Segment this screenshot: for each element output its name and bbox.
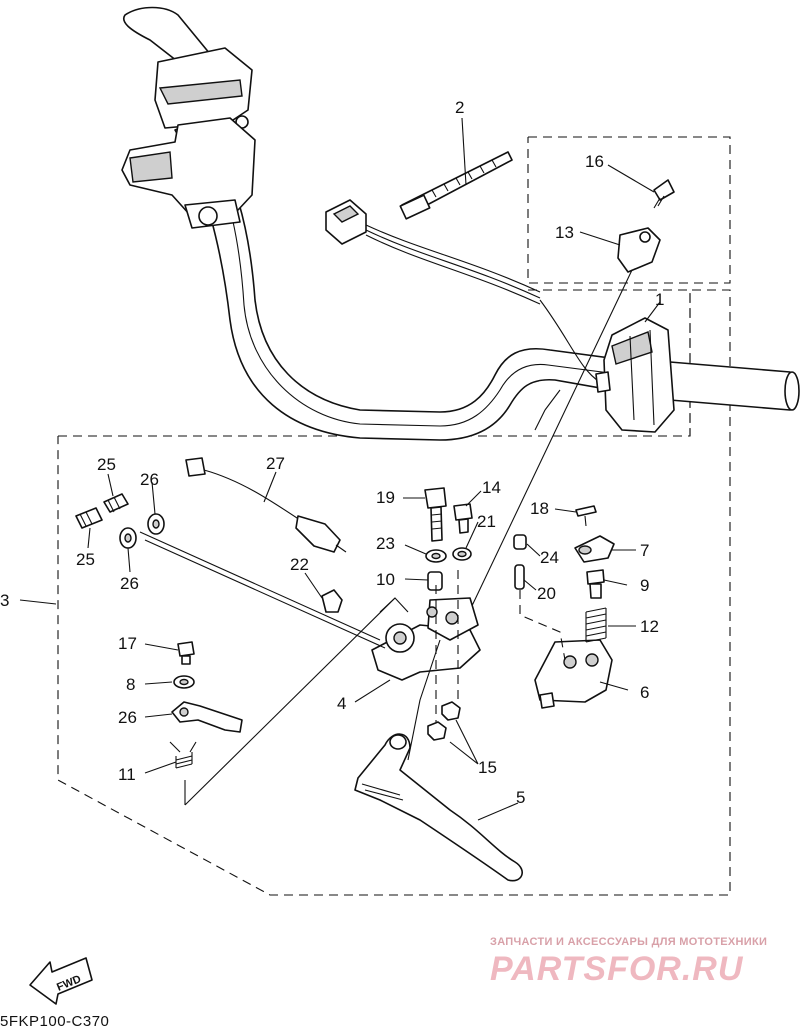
left-switch-housing [121, 6, 256, 229]
group-box-switch [527, 136, 731, 284]
spring [585, 607, 607, 643]
callout-27: 27 [266, 454, 285, 473]
bolt-14 [453, 503, 473, 534]
clutch-lever [354, 733, 523, 882]
pin [586, 569, 605, 599]
right-switch-assembly [595, 317, 675, 433]
diagram-code: 5FKP100-C370 [0, 1013, 110, 1030]
callout-10: 10 [376, 570, 395, 589]
callout-25-upper: 25 [97, 455, 116, 474]
callout-19: 19 [376, 488, 395, 507]
callout-14: 14 [482, 478, 501, 497]
screw-25-lower [75, 507, 103, 529]
hot-start-bracket [534, 639, 613, 709]
callout-9: 9 [640, 576, 649, 595]
washer-21 [452, 547, 472, 561]
callout-26-upper: 26 [140, 470, 159, 489]
clutch-switch-cable [185, 457, 347, 553]
handlebar [174, 119, 641, 441]
nuts [427, 701, 461, 741]
dowel-pin [514, 564, 525, 590]
callout-17: 17 [118, 634, 137, 653]
callout-11: 11 [118, 765, 136, 784]
cover-screw [653, 179, 675, 209]
callout-7: 7 [640, 541, 649, 560]
switch-cover [617, 227, 661, 273]
lever-holder [371, 597, 481, 681]
callout-20: 20 [537, 584, 556, 603]
callout-1: 1 [655, 290, 664, 309]
washer-26-upper [147, 513, 165, 535]
hot-start-lever [171, 701, 243, 733]
washer-8 [173, 675, 195, 689]
callout-5: 5 [516, 788, 525, 807]
watermark-brand: PARTSFOR.RU [490, 950, 744, 988]
callout-8: 8 [126, 675, 135, 694]
washer-26-lower [119, 527, 137, 549]
callout-6: 6 [640, 683, 649, 702]
torsion-spring [169, 741, 197, 769]
callout-16: 16 [585, 152, 604, 171]
callout-24: 24 [540, 548, 559, 567]
fwd-arrow-icon: FWD [29, 957, 93, 1005]
callout-25-lower: 25 [76, 550, 95, 569]
screw-18 [575, 505, 597, 527]
hot-start-cable [139, 531, 386, 649]
callout-3: 3 [0, 591, 9, 610]
callout-22: 22 [290, 555, 309, 574]
washer-23 [425, 549, 447, 563]
callout-21: 21 [477, 512, 496, 531]
watermark-tagline: ЗАПЧАСТИ И АКСЕССУАРЫ ДЛЯ МОТОТЕХНИКИ [490, 936, 768, 948]
bolt-17 [177, 641, 195, 665]
wire-connector [325, 199, 601, 383]
leader-lines [19, 117, 661, 821]
adjuster [321, 589, 343, 613]
callout-23: 23 [376, 534, 395, 553]
screw-25-upper [103, 493, 129, 513]
collar [513, 534, 527, 550]
callout-26-lower: 26 [120, 574, 139, 593]
cable-tie [399, 151, 513, 220]
callout-4: 4 [337, 694, 346, 713]
callout-15: 15 [478, 758, 497, 777]
callout-18: 18 [530, 499, 549, 518]
right-grip [669, 361, 800, 411]
callout-13: 13 [555, 223, 574, 242]
callout-28: 26 [118, 708, 137, 727]
collar-10 [427, 571, 443, 591]
bolt-19 [424, 487, 447, 542]
callout-12: 12 [640, 617, 659, 636]
callout-2: 2 [455, 98, 464, 117]
plate [574, 535, 615, 563]
